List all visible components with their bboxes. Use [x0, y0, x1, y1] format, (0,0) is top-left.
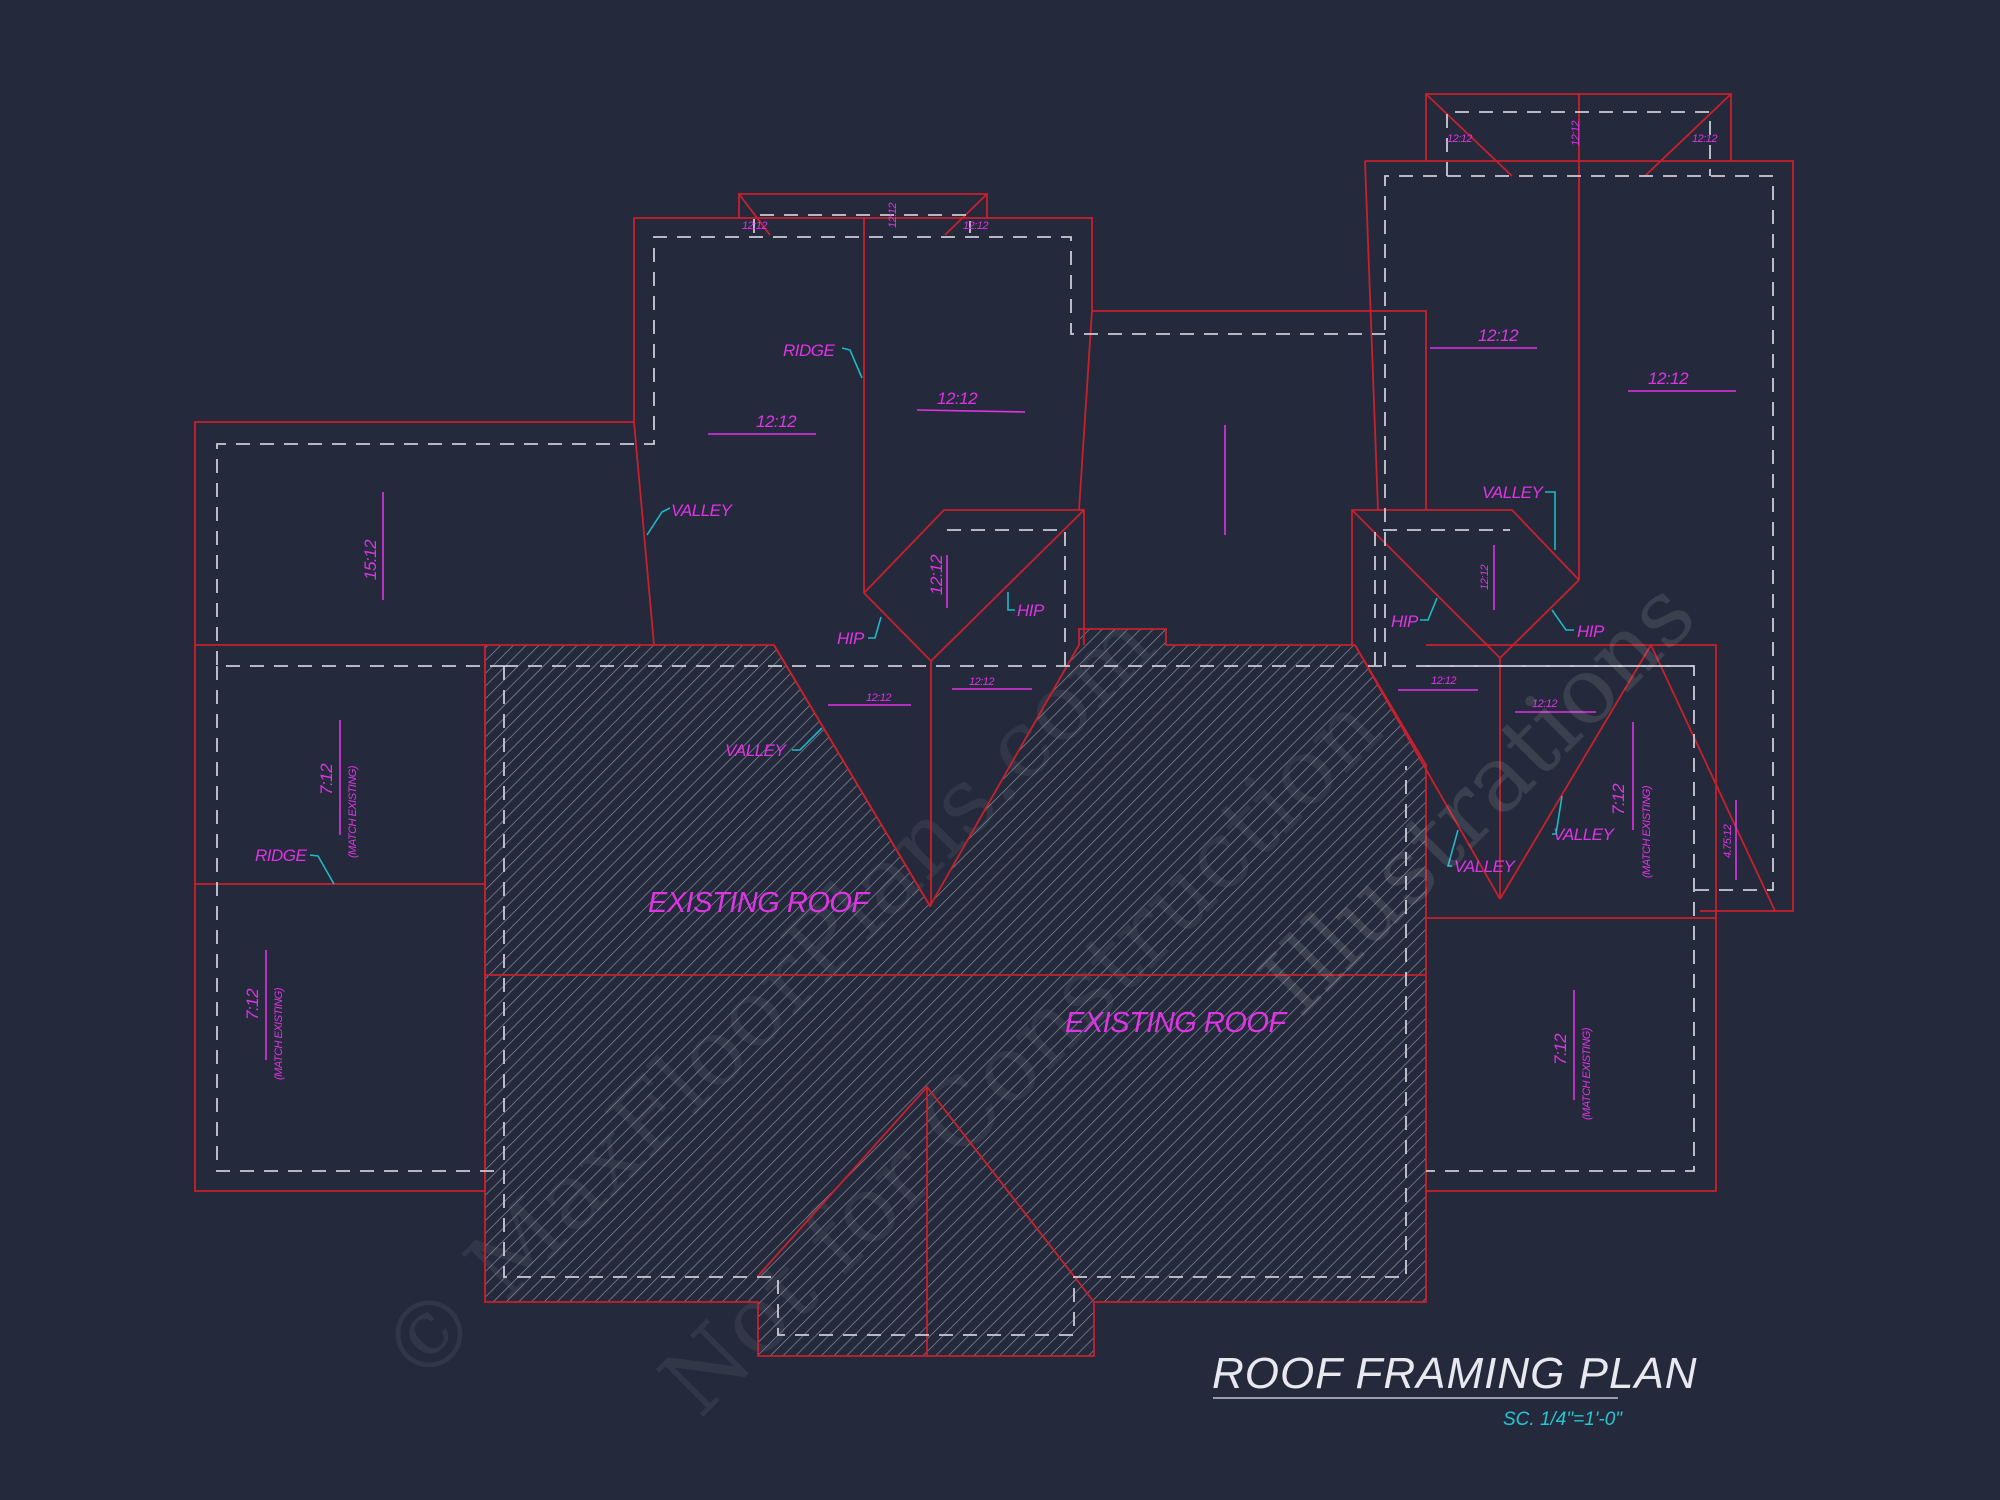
- pitch-label: 12:12: [937, 389, 978, 408]
- pitch-label: 12:12: [866, 692, 891, 704]
- existing-roof-label: EXISTING ROOF: [1065, 1007, 1288, 1039]
- pitch-label: 12:12: [1479, 565, 1491, 590]
- match-existing-label: (MATCH EXISTING): [347, 765, 359, 858]
- existing-roof-area: [484, 628, 1427, 1357]
- ridge-label: RIDGE: [255, 846, 308, 865]
- valley-label: VALLEY: [671, 501, 733, 520]
- title-block: ROOF FRAMING PLAN SC. 1/4"=1'-0": [1212, 1349, 1698, 1430]
- roof-outlines: [194, 93, 1794, 1192]
- pitch-label: 12:12: [963, 220, 988, 232]
- pitch-label: 12:12: [1648, 369, 1689, 388]
- pitch-label: 12:12: [742, 220, 767, 232]
- valley-label: VALLEY: [1454, 857, 1516, 876]
- pitch-label: 12:12: [1532, 698, 1557, 710]
- hip-label: HIP: [837, 629, 865, 648]
- wall-lines: [216, 111, 1774, 1172]
- pitch-label: 12:12: [969, 676, 994, 688]
- drawing-title: ROOF FRAMING PLAN: [1212, 1349, 1698, 1398]
- match-existing-label: (MATCH EXISTING): [1581, 1027, 1593, 1120]
- pitch-label: 7:12: [317, 763, 336, 795]
- valley-label: VALLEY: [1482, 483, 1544, 502]
- pitch-label: 12:12: [1478, 326, 1519, 345]
- pitch-label: 4.75:12: [1722, 824, 1734, 858]
- pitch-label: 12:12: [1570, 121, 1582, 146]
- existing-roof-label: EXISTING ROOF: [648, 887, 871, 919]
- hip-label: HIP: [1017, 601, 1045, 620]
- pitch-label: 7:12: [1551, 1033, 1570, 1065]
- pitch-label: 12:12: [927, 554, 946, 595]
- hip-label: HIP: [1577, 622, 1605, 641]
- pitch-label: 12:12: [1431, 675, 1456, 687]
- ridge-label: RIDGE: [783, 341, 836, 360]
- pitch-label: 7:12: [1609, 783, 1628, 815]
- pitch-label: 12:12: [887, 203, 899, 228]
- match-existing-label: (MATCH EXISTING): [1641, 785, 1653, 878]
- drawing-scale: SC. 1/4"=1'-0": [1503, 1409, 1623, 1430]
- valley-label: VALLEY: [725, 741, 787, 760]
- match-existing-label: (MATCH EXISTING): [273, 987, 285, 1080]
- pitch-label: 7:12: [243, 988, 262, 1020]
- pitch-label: 12:12: [1447, 133, 1472, 145]
- pitch-label: 12:12: [1692, 133, 1717, 145]
- pitch-label: 15:12: [361, 539, 380, 580]
- annotations: RIDGE 12:12 12:12 VALLEY 15:12 12:12 HIP…: [243, 121, 1737, 1120]
- pitch-label: 12:12: [756, 412, 797, 431]
- hip-label: HIP: [1391, 612, 1419, 631]
- valley-label: VALLEY: [1553, 825, 1615, 844]
